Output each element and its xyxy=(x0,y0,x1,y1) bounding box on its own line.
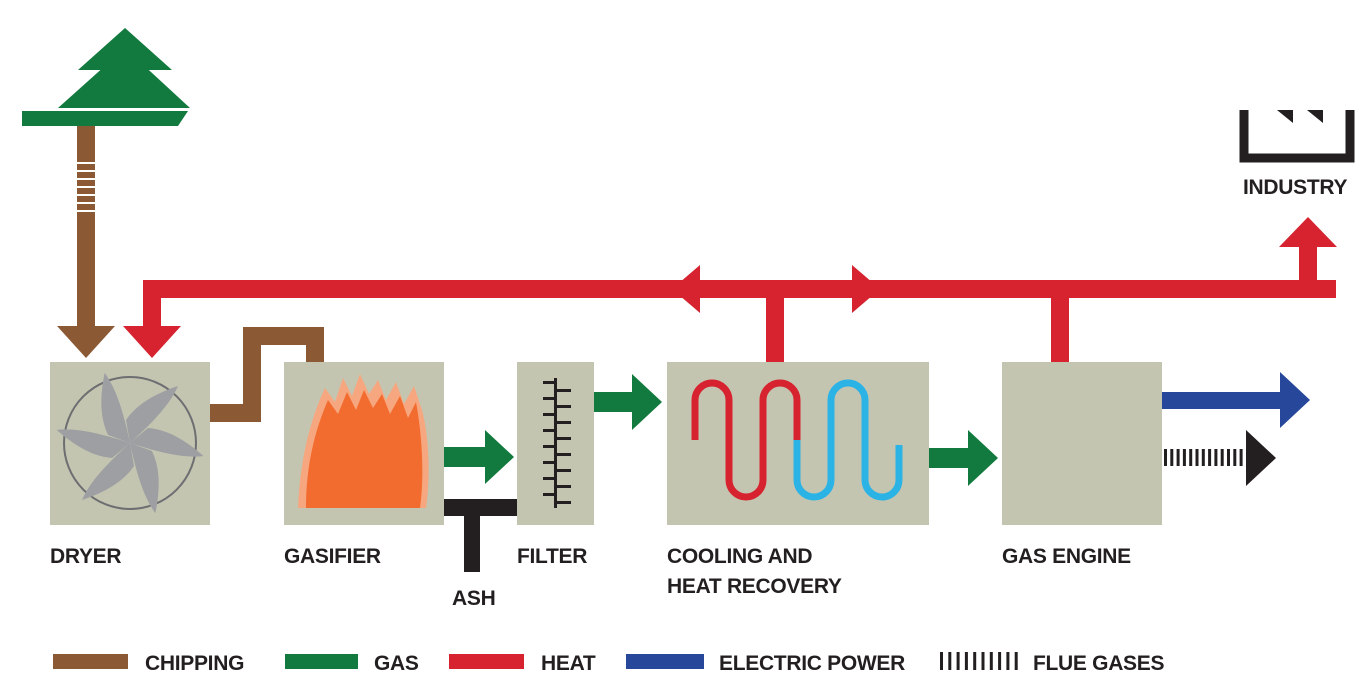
filter-plate xyxy=(557,453,571,456)
chipping-flow-tree-to-dryer xyxy=(57,126,115,358)
flue-gas-dash xyxy=(1182,449,1186,466)
filter-plate xyxy=(543,413,557,416)
flue-gases-output xyxy=(1164,430,1276,486)
filter-plate xyxy=(543,445,557,448)
legend-hatch-line xyxy=(956,652,960,670)
cooling-label-line2: HEAT RECOVERY xyxy=(667,575,842,598)
filter-plate xyxy=(543,381,557,384)
legend: CHIPPING GAS HEAT ELECTRIC POWER FLUE GA… xyxy=(53,652,1165,675)
filter-plate xyxy=(557,501,571,504)
cooling-heat-recovery-box xyxy=(667,362,929,525)
fan-blade xyxy=(130,443,159,514)
fan-blade xyxy=(126,386,178,443)
industry-label: INDUSTRY xyxy=(1243,176,1347,199)
coil-icon xyxy=(691,379,903,501)
gas-flow-cooling-to-engine xyxy=(929,430,998,486)
flue-gas-dash xyxy=(1239,449,1243,466)
filter-plate xyxy=(543,397,557,400)
filter-plate xyxy=(543,461,557,464)
dryer-label: DRYER xyxy=(50,545,121,568)
ash-label: ASH xyxy=(452,587,495,610)
filter-plate xyxy=(557,485,571,488)
flue-gas-dash xyxy=(1201,449,1205,466)
flame-icon xyxy=(298,374,429,508)
flue-gas-dash xyxy=(1170,449,1174,466)
gasifier-label: GASIFIER xyxy=(284,545,381,568)
flue-gas-dash xyxy=(1233,449,1237,466)
gas-flow-filter-to-cooling xyxy=(594,374,662,430)
dryer-box xyxy=(50,362,210,525)
flue-gas-dash xyxy=(1189,449,1193,466)
gas-engine-label: GAS ENGINE xyxy=(1002,545,1131,568)
fan-blade xyxy=(101,372,130,443)
filter-icon xyxy=(543,378,571,508)
flue-gas-dash xyxy=(1208,449,1212,466)
legend-label-gas: GAS xyxy=(374,652,419,675)
legend-label-chipping: CHIPPING xyxy=(145,652,244,675)
filter-plate xyxy=(557,421,571,424)
flue-gas-dash xyxy=(1214,449,1218,466)
gas-flow-gasifier-to-filter xyxy=(444,430,514,484)
heat-distribution-line xyxy=(123,217,1337,362)
legend-swatch-electric-power xyxy=(626,654,704,669)
filter-plate xyxy=(557,437,571,440)
legend-hatch-line xyxy=(973,652,977,670)
legend-hatch-line xyxy=(989,652,993,670)
flue-gas-dash xyxy=(1195,449,1199,466)
flue-gas-dash xyxy=(1164,449,1167,466)
filter-plate xyxy=(543,493,557,496)
electric-power-output xyxy=(1162,372,1310,428)
legend-hatch-line xyxy=(981,652,985,670)
filter-plate xyxy=(557,389,571,392)
legend-hatch-line xyxy=(948,652,952,670)
filter-label: FILTER xyxy=(517,545,587,568)
legend-swatch-gas xyxy=(285,654,358,669)
fan-blade xyxy=(130,428,204,457)
filter-plate xyxy=(557,469,571,472)
legend-label-flue-gases: FLUE GASES xyxy=(1033,652,1164,675)
flue-gas-dash xyxy=(1176,449,1180,466)
legend-hatch-line xyxy=(964,652,968,670)
factory-icon xyxy=(1239,110,1355,163)
chipping-flow-dryer-to-gasifier xyxy=(210,327,324,422)
tree-icon xyxy=(22,28,190,126)
flue-gas-dash xyxy=(1220,449,1224,466)
fan-blade xyxy=(82,443,134,500)
ash-outlet xyxy=(444,499,517,572)
legend-hatch-line xyxy=(1006,652,1010,670)
fan-icon xyxy=(56,372,204,514)
filter-box xyxy=(517,362,594,525)
cooling-label-line1: COOLING AND xyxy=(667,545,812,568)
fan-blade xyxy=(56,429,130,458)
legend-swatch-chipping xyxy=(53,654,128,669)
legend-swatch-heat xyxy=(449,654,524,669)
flue-gas-dash xyxy=(1227,449,1230,466)
legend-hatch-line xyxy=(998,652,1002,670)
legend-label-electric-power: ELECTRIC POWER xyxy=(719,652,905,675)
legend-swatch-flue-gases xyxy=(940,652,1018,670)
filter-plate xyxy=(557,405,571,408)
legend-label-heat: HEAT xyxy=(541,652,596,675)
filter-plate xyxy=(543,429,557,432)
gasifier-box xyxy=(284,362,444,525)
filter-plate xyxy=(543,477,557,480)
legend-hatch-line xyxy=(940,652,943,670)
legend-hatch-line xyxy=(1014,652,1018,670)
gas-engine-box xyxy=(1002,362,1162,525)
